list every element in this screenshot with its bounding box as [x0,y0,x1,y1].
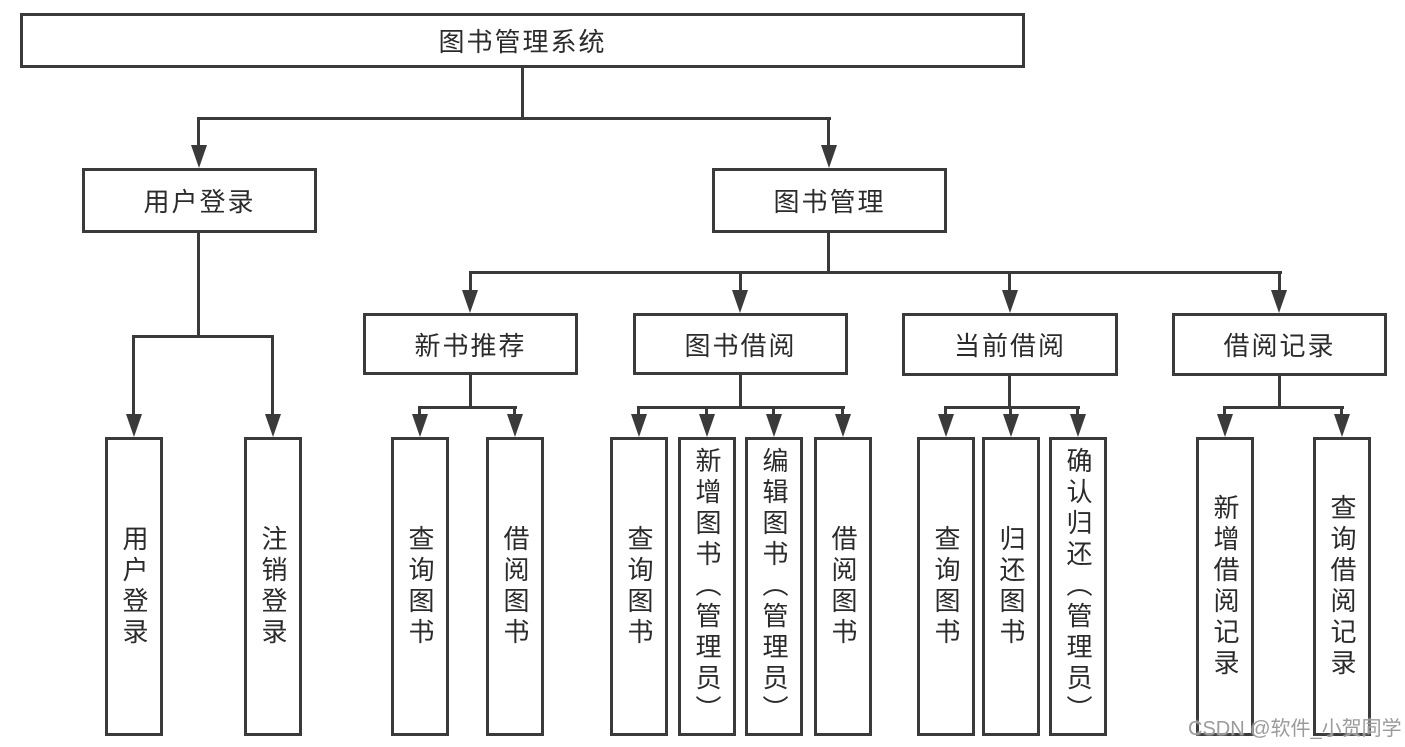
connector-level3-horizontal [469,271,1282,274]
leaf-cur-confirm-return-admin: 确认归还（管理员） [1049,437,1107,736]
arrowhead-cur-query [938,414,954,437]
node-root-label: 图书管理系统 [438,27,607,57]
leaf-cur-query-book-label: 查询图书 [931,524,961,649]
arrowhead-rec-query [412,414,428,437]
arrowhead-bor-add [699,414,715,437]
leaf-rec-borrow-book-label: 借阅图书 [500,524,530,649]
connector-stem-cur-query [944,406,947,420]
node-user-login: 用户登录 [82,168,317,233]
connector-stem-borrow [739,271,742,293]
connector-stem-his-query [1340,406,1343,420]
connector-stem-cur-return [1009,406,1012,420]
connector-stem-bor-edit [772,406,775,420]
connector-stem-user-login [197,117,200,149]
leaf-his-add-record: 新增借阅记录 [1196,437,1254,736]
leaf-cur-return-book-label: 归还图书 [996,524,1026,649]
leaf-bor-edit-book-admin: 编辑图书（管理员） [745,437,803,736]
node-current-borrow-label: 当前借阅 [953,331,1066,361]
connector-stem-rec-query [418,406,421,420]
arrowhead-book-mgmt [821,145,837,168]
leaf-bor-borrow-book-label: 借阅图书 [828,524,858,649]
arrowhead-his-query [1334,414,1350,437]
leaf-user-logout-label: 注销登录 [258,524,288,649]
connector-recommend-horizontal [418,406,517,409]
leaf-bor-add-book-admin: 新增图书（管理员） [678,437,736,736]
leaf-rec-query-book: 查询图书 [391,437,449,736]
arrowhead-his-add [1217,414,1233,437]
connector-stem-bor-query [637,406,640,420]
connector-stem-bor-borrow [841,406,844,420]
node-current-borrow: 当前借阅 [902,313,1118,376]
leaf-rec-query-book-label: 查询图书 [405,524,435,649]
connector-user-vertical [197,232,200,338]
arrowhead-user-login [191,145,207,168]
arrowhead-bor-edit [766,414,782,437]
csdn-watermark: CSDN @软件_小贺同学 [1188,718,1402,740]
node-borrow-record-label: 借阅记录 [1223,331,1336,361]
leaf-user-logout: 注销登录 [244,437,302,736]
connector-stem-his-add [1223,406,1226,420]
arrowhead-bor-borrow [835,414,851,437]
leaf-bor-query-book: 查询图书 [610,437,668,736]
connector-history-vertical [1278,375,1281,409]
leaf-user-login-label: 用户登录 [119,524,149,649]
node-new-book-recommend: 新书推荐 [363,313,578,375]
connector-level2-horizontal [197,117,831,120]
connector-recommend-vertical [469,374,472,409]
leaf-bor-edit-book-admin-label: 编辑图书（管理员） [759,447,789,726]
arrowhead-leaf-login [126,414,142,437]
connector-user-horizontal [132,335,274,338]
node-book-borrow-label: 图书借阅 [684,330,797,361]
connector-history-horizontal [1223,406,1344,409]
node-borrow-record: 借阅记录 [1172,313,1387,376]
leaf-rec-borrow-book: 借阅图书 [486,437,544,736]
connector-stem-book-mgmt [827,117,830,149]
arrowhead-history [1271,290,1287,313]
connector-root-vertical [521,66,524,119]
leaf-user-login: 用户登录 [105,437,163,736]
connector-stem-history [1278,271,1281,293]
arrowhead-cur-confirm [1070,414,1086,437]
node-book-borrow: 图书借阅 [633,313,848,375]
arrowhead-recommend [462,290,478,313]
arrowhead-cur-return [1003,414,1019,437]
leaf-his-add-record-label: 新增借阅记录 [1210,493,1240,680]
node-new-book-recommend-label: 新书推荐 [414,330,527,361]
arrowhead-bor-query [631,414,647,437]
connector-borrow-horizontal [637,406,845,409]
leaf-his-query-record-label: 查询借阅记录 [1327,493,1357,680]
connector-stem-current [1008,271,1011,293]
leaf-bor-query-book-label: 查询图书 [624,524,654,649]
node-book-mgmt-label: 图书管理 [773,187,886,217]
arrowhead-leaf-logout [265,414,281,437]
node-root: 图书管理系统 [20,13,1025,68]
connector-stem-leaf-login [132,335,135,420]
leaf-bor-add-book-admin-label: 新增图书（管理员） [692,447,722,726]
leaf-bor-borrow-book: 借阅图书 [814,437,872,736]
leaf-cur-query-book: 查询图书 [917,437,975,736]
leaf-cur-return-book: 归还图书 [982,437,1040,736]
leaf-cur-confirm-return-admin-label: 确认归还（管理员） [1063,447,1093,726]
connector-stem-recommend [469,271,472,293]
connector-stem-rec-borrow [513,406,516,420]
node-user-login-label: 用户登录 [143,187,256,217]
connector-bookmgmt-vertical [827,231,830,273]
node-book-mgmt: 图书管理 [712,168,947,233]
connector-stem-bor-add [705,406,708,420]
connector-current-horizontal [944,406,1080,409]
arrowhead-borrow [732,290,748,313]
connector-stem-cur-confirm [1076,406,1079,420]
connector-borrow-vertical [739,374,742,409]
connector-stem-leaf-logout [271,335,274,420]
connector-current-vertical [1008,375,1011,409]
arrowhead-current [1002,290,1018,313]
arrowhead-rec-borrow [507,414,523,437]
leaf-his-query-record: 查询借阅记录 [1313,437,1371,736]
